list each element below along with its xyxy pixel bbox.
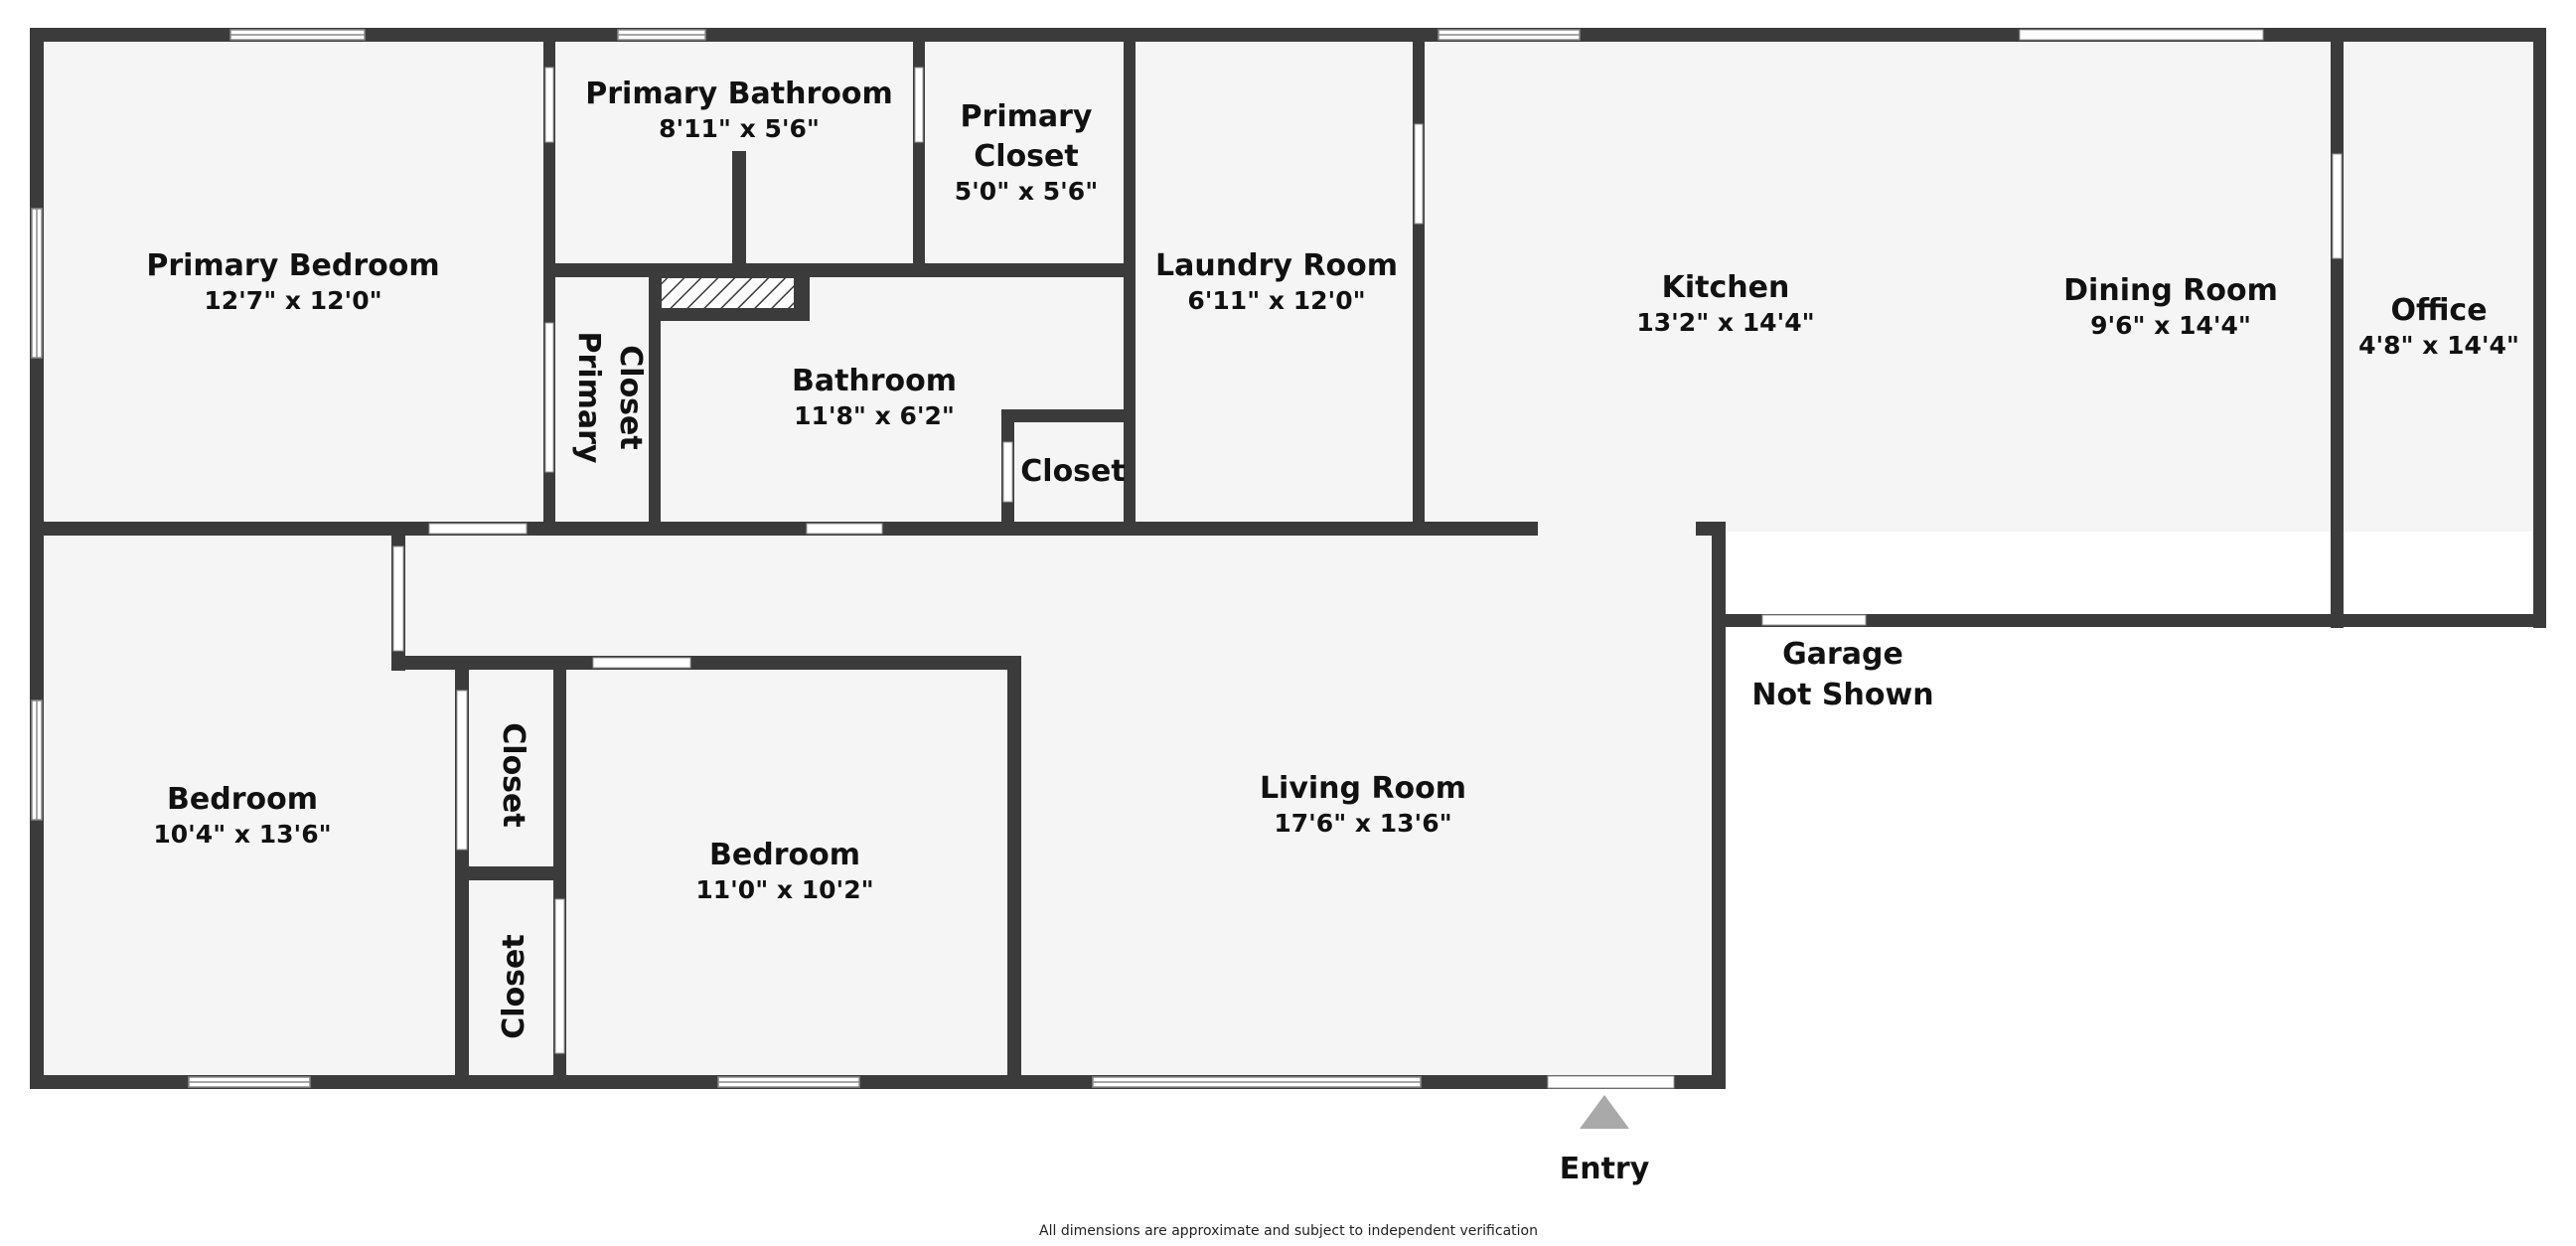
hall-closet-name: Closet bbox=[1020, 454, 1125, 489]
dining-room-name: Dining Room bbox=[2063, 273, 2278, 308]
laundry-room-name: Laundry Room bbox=[1155, 248, 1398, 283]
entry-arrow-icon bbox=[1580, 1095, 1629, 1129]
living-room-name: Living Room bbox=[1260, 771, 1466, 806]
stair-chase-hatch bbox=[662, 278, 794, 308]
dining-room-dims: 9'6" x 14'4" bbox=[2090, 311, 2251, 340]
bathroom-name: Bathroom bbox=[792, 364, 957, 398]
living-room-dims: 17'6" x 13'6" bbox=[1274, 809, 1451, 838]
openings bbox=[392, 29, 2343, 1089]
entry-label: Entry bbox=[1560, 1152, 1650, 1186]
bedroom-left-name: Bedroom bbox=[167, 782, 318, 817]
windows bbox=[31, 29, 1581, 1088]
laundry-room-dims: 6'11" x 12'0" bbox=[1187, 286, 1365, 315]
kitchen-dims: 13'2" x 14'4" bbox=[1636, 308, 1814, 337]
floor-area bbox=[35, 36, 2541, 1081]
garage-label-2: Not Shown bbox=[1751, 678, 1933, 712]
bedroom-left-dims: 10'4" x 13'6" bbox=[153, 820, 331, 849]
closet-lower-name: Closet bbox=[497, 934, 531, 1038]
bathroom-dims: 11'8" x 6'2" bbox=[794, 401, 955, 430]
bedroom-mid-name: Bedroom bbox=[709, 838, 860, 872]
primary-bathroom-dims: 8'11" x 5'6" bbox=[659, 114, 820, 143]
primary-closet-top-name-1: Primary bbox=[961, 99, 1093, 134]
kitchen-name: Kitchen bbox=[1662, 270, 1790, 305]
primary-closet-top-dims: 5'0" x 5'6" bbox=[955, 177, 1098, 206]
office-dims: 4'8" x 14'4" bbox=[2358, 331, 2519, 360]
primary-closet-side-name-1: Primary bbox=[571, 332, 606, 464]
primary-bedroom-name: Primary Bedroom bbox=[146, 248, 439, 283]
primary-bathroom-name: Primary Bathroom bbox=[585, 77, 892, 111]
primary-bedroom-dims: 12'7" x 12'0" bbox=[204, 286, 381, 315]
closet-upper-name: Closet bbox=[496, 722, 530, 827]
primary-closet-side-name-2: Closet bbox=[613, 345, 648, 449]
primary-closet-top-name-2: Closet bbox=[974, 139, 1078, 174]
office-name: Office bbox=[2390, 293, 2487, 328]
garage-label-1: Garage bbox=[1782, 637, 1903, 672]
bedroom-mid-dims: 11'0" x 10'2" bbox=[695, 875, 873, 904]
disclaimer: All dimensions are approximate and subje… bbox=[1039, 1223, 1538, 1239]
